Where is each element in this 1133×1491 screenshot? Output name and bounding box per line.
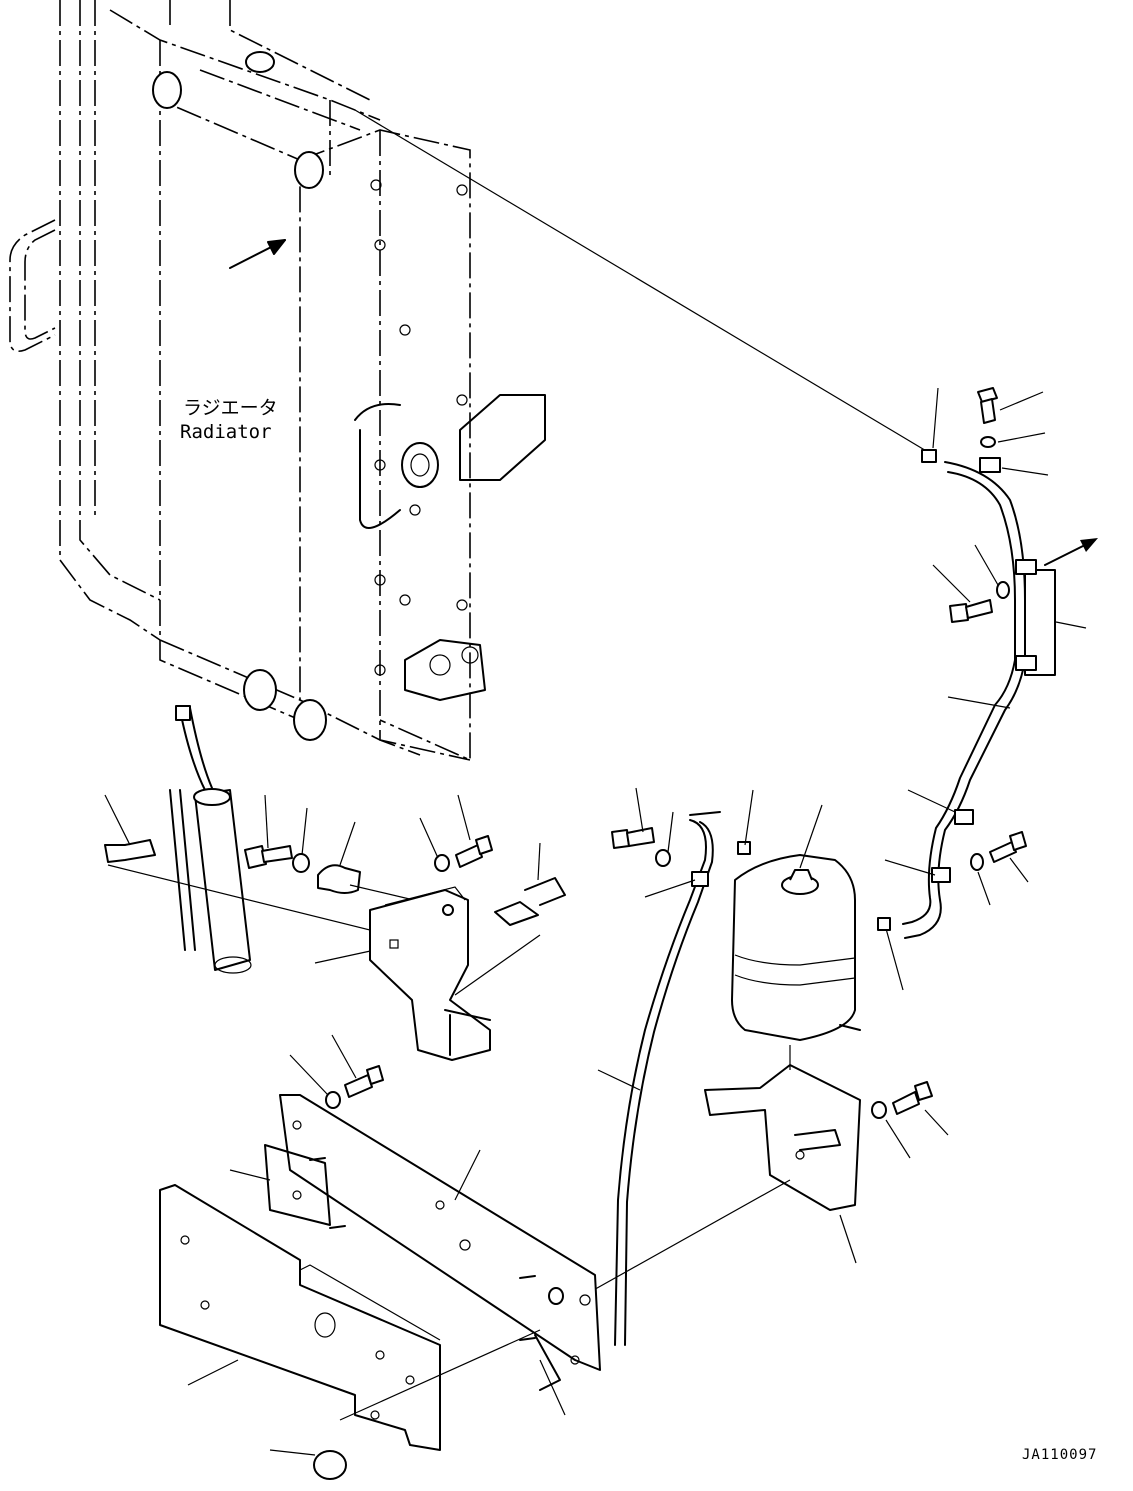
hose-clip-icon <box>931 867 951 883</box>
bolt-icon <box>892 1081 933 1115</box>
callout-lines <box>187 1034 566 1456</box>
washer-icon <box>970 853 984 871</box>
leader-line <box>107 864 411 941</box>
mounting-bracket <box>369 889 491 1061</box>
connector-icon <box>104 839 156 863</box>
receiver-drier <box>169 705 252 974</box>
spring-clip-icon <box>494 901 539 926</box>
callout-lines <box>884 387 1087 991</box>
cover-plate <box>279 1094 601 1371</box>
leader-line <box>354 109 929 453</box>
washer-icon <box>655 849 671 867</box>
bolt-icon <box>989 831 1027 863</box>
small-clip-icon <box>921 449 937 463</box>
overflow-hose-lower <box>614 811 721 1346</box>
insulation-pad <box>159 1184 441 1451</box>
callout-lines <box>597 787 823 1091</box>
callout-lines <box>104 794 541 964</box>
washer-icon <box>548 1287 564 1305</box>
radiator-label-en: Radiator <box>180 421 272 443</box>
washer-icon <box>434 854 450 872</box>
bolt-icon <box>244 845 293 869</box>
bolt-icon <box>949 599 993 623</box>
spacer-clips <box>264 1144 561 1391</box>
hose-clip-icon <box>1015 655 1037 671</box>
washer-icon <box>325 1091 341 1109</box>
leader-line <box>454 934 541 996</box>
bolt-icon <box>611 827 655 849</box>
hose-clip-icon <box>691 871 709 887</box>
overflow-hose-upper <box>902 449 1098 939</box>
washer-icon <box>292 853 310 873</box>
small-clip-icon <box>737 841 751 855</box>
hose-clip-icon <box>1015 559 1037 575</box>
radiator-assembly: ラジエータ Radiator <box>9 0 546 762</box>
washer-icon <box>980 436 996 448</box>
drawing-code: JA110097 <box>1022 1447 1097 1463</box>
callout-lines <box>589 1109 949 1293</box>
grommet-icon <box>313 1450 347 1480</box>
bolt-icon <box>455 835 493 868</box>
clamp-icon <box>317 864 361 894</box>
hose-clip-icon <box>979 457 1001 473</box>
bolt-icon <box>344 1065 384 1098</box>
small-clip-icon <box>877 917 891 931</box>
radiator-label-jp: ラジエータ <box>183 397 278 419</box>
tank-bracket <box>704 1064 861 1211</box>
hose-clip-icon <box>954 809 974 825</box>
reservoir-tank <box>731 854 861 1041</box>
washer-icon <box>871 1101 887 1119</box>
bolt-icon <box>977 387 998 424</box>
washer-icon <box>996 581 1010 599</box>
